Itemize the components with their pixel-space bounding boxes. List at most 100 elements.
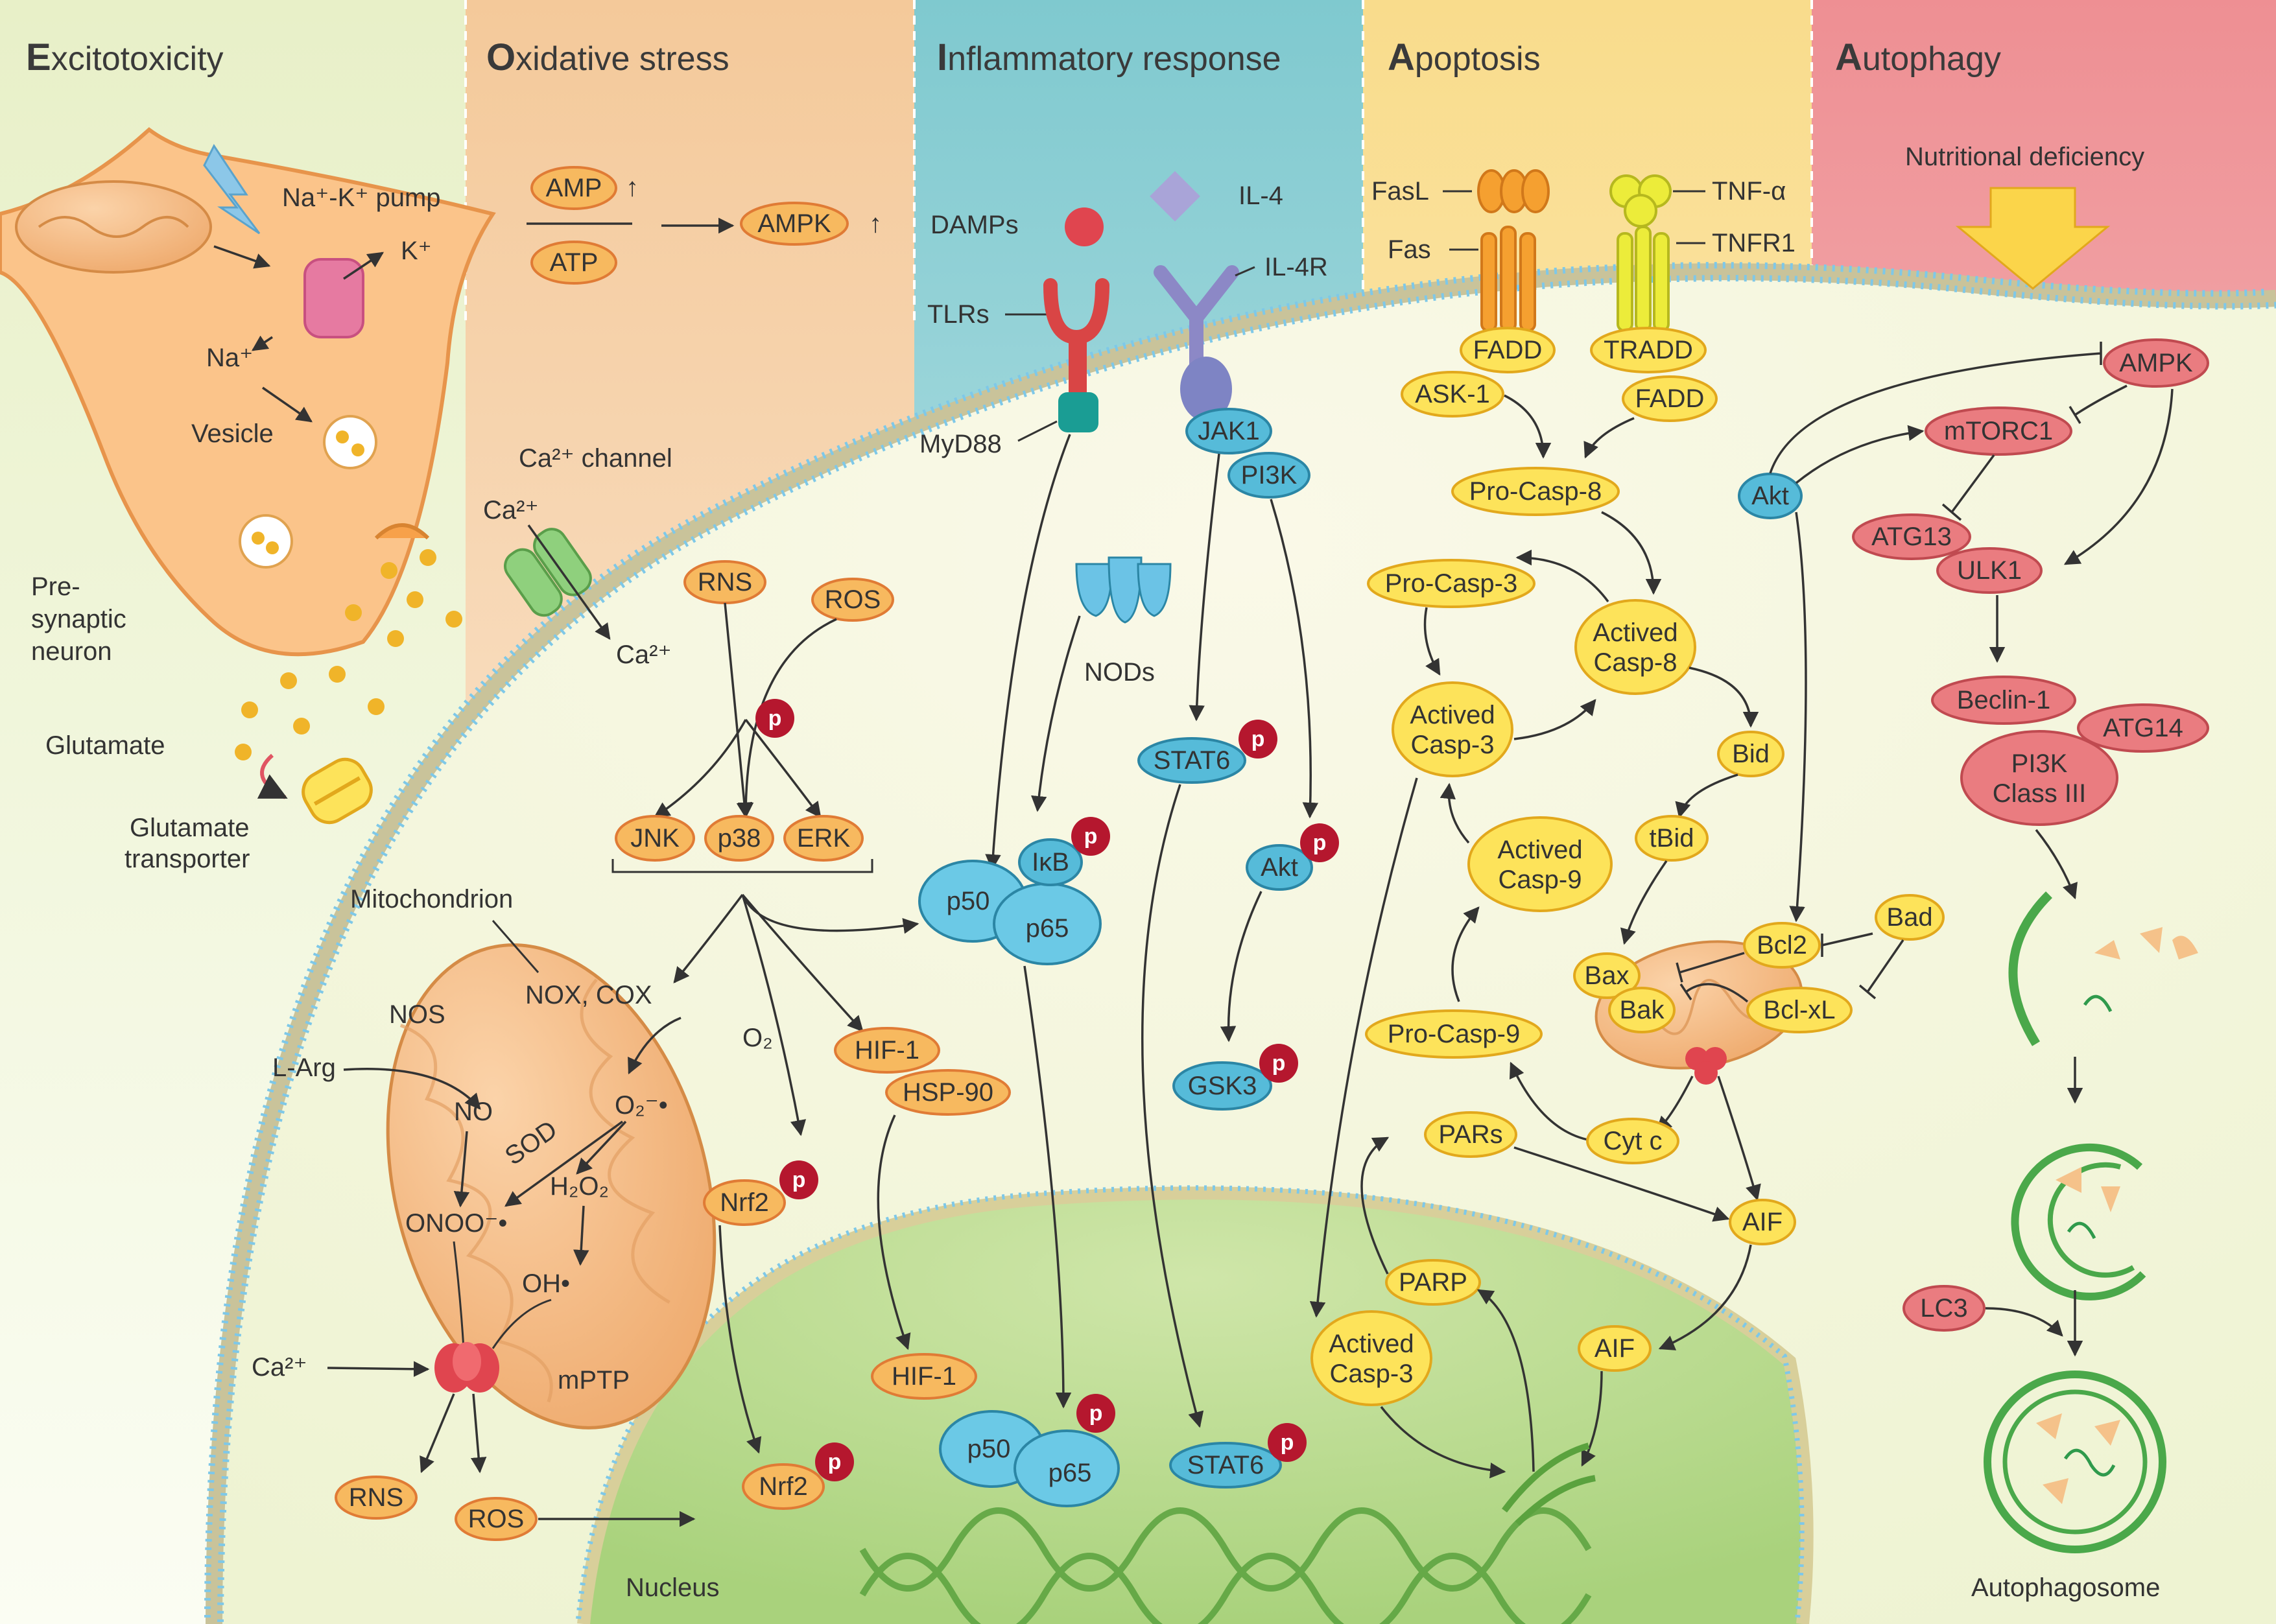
nrf2-nuclear-node: Nrf2: [759, 1472, 808, 1501]
myd88-label: MyD88: [919, 430, 1002, 458]
arrow: [1380, 1406, 1506, 1479]
p38-node: p38: [718, 824, 761, 853]
h2o2-label: H₂O₂: [550, 1172, 609, 1201]
arrow: [1689, 666, 1759, 728]
phospho-stat6-nuc: [1268, 1423, 1307, 1462]
na-k-pump-label: Na⁺-K⁺ pump: [282, 183, 441, 212]
arrow: [1583, 417, 1635, 459]
ampk-up-arrow: ↑: [869, 209, 882, 238]
il4-icon: [1150, 171, 1200, 222]
phospho-stat6: [1239, 720, 1277, 759]
glutamate-molecules: [235, 549, 462, 760]
arrow: [1581, 1371, 1603, 1467]
arrow: [327, 1361, 430, 1377]
lc3-node: LC3: [1920, 1294, 1967, 1323]
arrow: [504, 1120, 624, 1207]
arrow: [741, 893, 864, 1032]
ca-ion-mptp-label: Ca²⁺: [252, 1353, 307, 1382]
arrow: [251, 335, 273, 351]
p-label: p: [1089, 1401, 1103, 1426]
arrow: [985, 434, 1071, 871]
phospho-mapk: [755, 699, 794, 738]
mptp-label: mPTP: [558, 1366, 630, 1395]
ampk-oxidative-node: AMPK: [757, 209, 831, 238]
header-autophagy: Autophagy: [1835, 36, 2001, 78]
oh-label: OH•: [522, 1269, 570, 1298]
arrow: [420, 1393, 455, 1474]
connector: [453, 1241, 465, 1349]
stat6-nuclear-node: STAT6: [1187, 1451, 1264, 1479]
tlrs-label: TLRs: [927, 300, 990, 329]
hsp90-node: HSP-90: [903, 1078, 993, 1107]
aif-nuclear-node: AIF: [1594, 1334, 1635, 1363]
parp-node: PARP: [1399, 1268, 1467, 1297]
p-label: p: [768, 706, 782, 731]
arrow: [673, 893, 744, 983]
na-k-pump-icon: [303, 258, 364, 338]
nfkb-complex: [918, 817, 1110, 965]
amp-atp-ratio: AMP ↑ ATP: [527, 166, 639, 285]
arrow: [1601, 511, 1662, 595]
phagophore-icon: [2008, 891, 2198, 1046]
fadd-node: FADD: [1473, 336, 1543, 364]
arrow: [1675, 773, 1738, 819]
lightning-icon: [203, 144, 261, 235]
p50-node: p50: [947, 887, 990, 915]
vesicle-icon-2: [239, 514, 293, 569]
inhibit-bad-bcl2: [1821, 932, 1873, 957]
inhibit-bcl2-bax: [1676, 952, 1745, 983]
nutritional-deficiency-label: Nutritional deficiency: [1905, 143, 2144, 171]
pointer-line: [1235, 266, 1255, 277]
mapk-bracket: [611, 859, 873, 873]
il4-label: IL-4: [1239, 182, 1283, 210]
arrow: [1515, 549, 1609, 603]
connector: [492, 1299, 552, 1349]
ca-ion-inside-label: Ca²⁺: [616, 641, 672, 669]
arrow: [1451, 906, 1480, 1002]
arrow: [1141, 784, 1204, 1428]
onoo-label: ONOO⁻•: [405, 1209, 507, 1238]
fadd2-node: FADD: [1635, 384, 1705, 413]
myd88-icon: [1058, 392, 1098, 432]
o2-label: O₂: [742, 1024, 773, 1052]
nucleus-label: Nucleus: [626, 1573, 720, 1602]
bak-node: Bak: [1620, 996, 1665, 1024]
ros-top-node: ROS: [825, 585, 881, 614]
p-label: p: [1313, 830, 1327, 855]
ask1-node: ASK-1: [1415, 380, 1490, 408]
p65-nuclear-node: p65: [1049, 1459, 1092, 1487]
arrow: [2063, 388, 2174, 565]
arrow: [1789, 512, 1807, 923]
phospho-gsk3: [1259, 1044, 1298, 1083]
gsk3-node: GSK3: [1188, 1072, 1257, 1100]
phospho-nrf2-nuc: [815, 1442, 854, 1481]
header-apoptosis: Apoptosis: [1388, 36, 1541, 78]
cell-body: [204, 262, 2276, 1624]
arrow: [1189, 453, 1220, 722]
dna-helix: [859, 1507, 1592, 1624]
tnfr1-receptor-icon: [1609, 174, 1672, 332]
rns-bottom-node: RNS: [349, 1483, 403, 1512]
presynaptic-mitochondrion: [15, 180, 212, 274]
ampk-autophagy-node: AMPK: [2119, 349, 2193, 377]
p50-nuclear-node: p50: [967, 1435, 1011, 1463]
nods-icon: [1075, 556, 1172, 624]
k-ion-label: K⁺: [401, 237, 432, 265]
beclin1-node: Beclin-1: [1957, 686, 2051, 714]
arrow: [877, 1114, 911, 1350]
no-label: NO: [454, 1098, 493, 1126]
ikb-node: IκB: [1032, 848, 1069, 877]
p-label: p: [1084, 824, 1098, 849]
akt-autophagy-node: Akt: [1751, 482, 1789, 510]
arrow: [1309, 777, 1418, 1318]
atg14-node: ATG14: [2103, 714, 2183, 742]
arrow: [573, 1205, 589, 1266]
amp-up-arrow: ↑: [626, 173, 639, 202]
arrow: [2035, 829, 2078, 900]
inhibit-bad-bclxl: [1858, 939, 1904, 1000]
arrow: [262, 386, 313, 423]
ca-channel-label: Ca²⁺ channel: [519, 444, 672, 473]
